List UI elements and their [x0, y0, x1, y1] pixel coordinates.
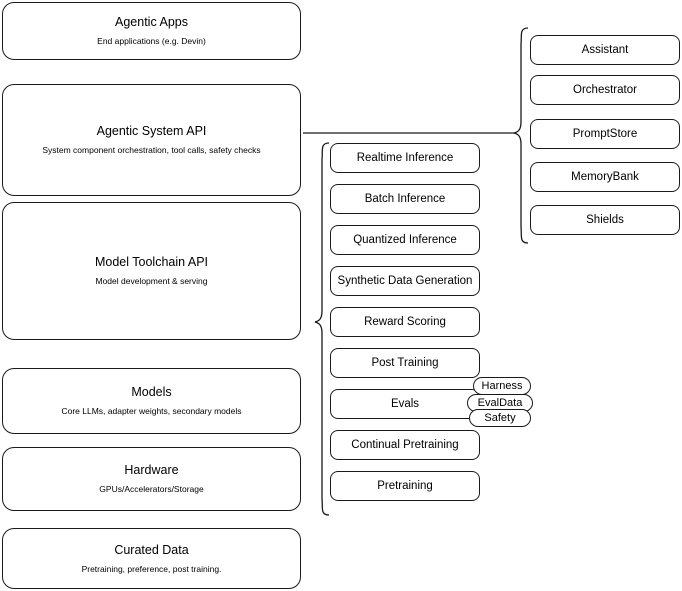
agentic-chip-memorybank[interactable]: MemoryBank [530, 162, 680, 192]
toolchain-chip-evals[interactable]: Evals [330, 389, 480, 419]
layer-subtitle: End applications (e.g. Devin) [97, 36, 206, 46]
layer-card-agentic-system-api[interactable]: Agentic System API System component orch… [2, 84, 301, 196]
layer-subtitle: System component orchestration, tool cal… [42, 145, 261, 155]
toolchain-chip-pretraining[interactable]: Pretraining [330, 471, 480, 501]
layer-card-hardware[interactable]: Hardware GPUs/Accelerators/Storage [2, 447, 301, 511]
agentic-chip-assistant[interactable]: Assistant [530, 35, 680, 65]
toolchain-chip-reward-scoring[interactable]: Reward Scoring [330, 307, 480, 337]
layer-title: Hardware [124, 463, 179, 478]
toolchain-chip-post-training[interactable]: Post Training [330, 348, 480, 378]
layer-title: Curated Data [114, 542, 189, 557]
toolchain-chip-realtime-inference[interactable]: Realtime Inference [330, 143, 480, 173]
layer-subtitle: GPUs/Accelerators/Storage [99, 484, 204, 494]
agentic-chip-shields[interactable]: Shields [530, 205, 680, 235]
toolchain-chip-continual-pretraining[interactable]: Continual Pretraining [330, 430, 480, 460]
toolchain-chip-synthetic-data-generation[interactable]: Synthetic Data Generation [330, 266, 480, 296]
agentic-chip-promptstore[interactable]: PromptStore [530, 119, 680, 149]
layer-card-models[interactable]: Models Core LLMs, adapter weights, secon… [2, 368, 301, 434]
eval-badge-harness[interactable]: Harness [473, 377, 531, 395]
toolchain-chip-batch-inference[interactable]: Batch Inference [330, 184, 480, 214]
layer-card-model-toolchain-api[interactable]: Model Toolchain API Model development & … [2, 202, 301, 340]
toolchain-chip-quantized-inference[interactable]: Quantized Inference [330, 225, 480, 255]
layer-subtitle: Model development & serving [95, 276, 208, 286]
agentic-chip-orchestrator[interactable]: Orchestrator [530, 75, 680, 105]
layer-subtitle: Pretraining, preference, post training. [81, 563, 222, 574]
bracket-toolchain-components [314, 142, 330, 516]
layer-title: Models [131, 385, 172, 400]
eval-badge-safety[interactable]: Safety [469, 409, 531, 427]
layer-card-curated-data[interactable]: Curated Data Pretraining, preference, po… [2, 528, 301, 589]
layer-title: Agentic System API [96, 124, 207, 139]
bracket-agentic-components [513, 27, 529, 244]
layer-subtitle: Core LLMs, adapter weights, secondary mo… [61, 406, 242, 416]
layer-title: Model Toolchain API [94, 255, 209, 270]
layer-title: Agentic Apps [115, 15, 188, 30]
layer-card-agentic-apps[interactable]: Agentic Apps End applications (e.g. Devi… [2, 2, 301, 60]
